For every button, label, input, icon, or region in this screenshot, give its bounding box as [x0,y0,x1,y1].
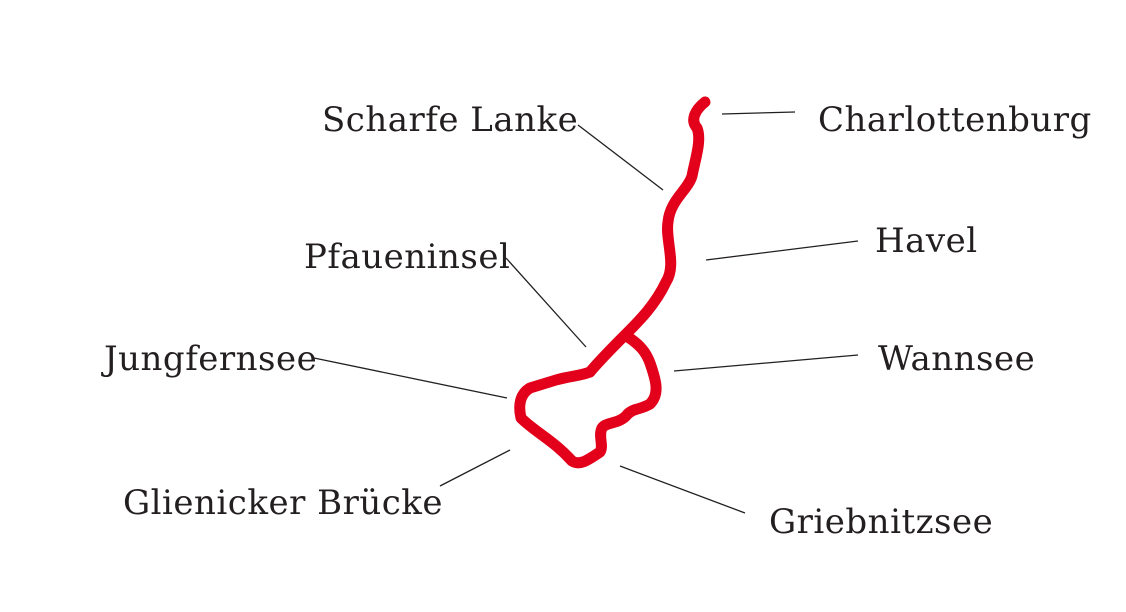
leader-line-jungfernsee [313,357,508,399]
leader-line-charlottenburg [721,111,796,115]
label-charlottenburg: Charlottenburg [818,100,1092,140]
label-wannsee: Wannsee [878,339,1035,379]
leader-line-wannsee [673,354,859,372]
route-wannsee-loop [514,331,662,469]
label-jungfernsee: Jungfernsee [101,339,317,379]
leader-line-scharfe-lanke [577,124,664,191]
leader-line-pfaueninsel [505,257,587,348]
label-glienicker-bruecke: Glienicker Brücke [123,483,443,523]
leader-lines [313,111,859,514]
leader-line-griebnitzsee [619,465,746,514]
label-pfaueninsel: Pfaueninsel [304,237,510,277]
label-havel: Havel [875,221,978,261]
label-scharfe-lanke: Scharfe Lanke [322,100,578,140]
route-main-river [584,96,711,378]
leader-line-glienicker-bruecke [439,449,511,487]
boat-route [514,96,711,469]
label-griebnitzsee: Griebnitzsee [769,502,993,542]
leader-line-havel [705,240,859,261]
place-labels: Charlottenburg Scharfe Lanke Havel Pfaue… [101,100,1092,542]
